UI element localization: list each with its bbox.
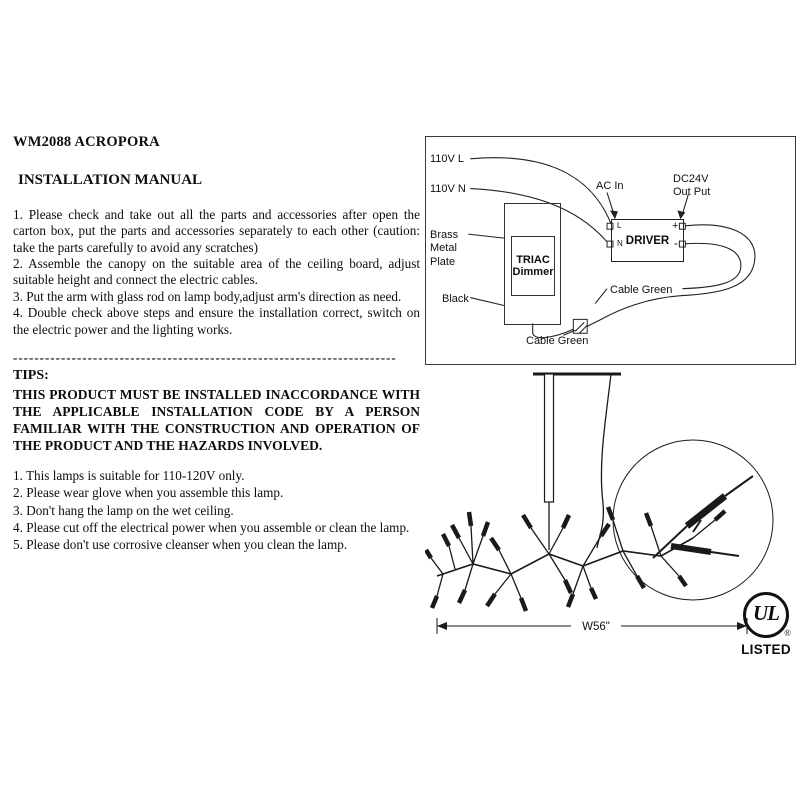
- dc-out-arrow: [677, 194, 689, 220]
- ul-circle-icon: UL ®: [743, 592, 791, 638]
- install-step-1: 1. Please check and take out all the par…: [13, 207, 420, 255]
- label-cable-green-right: Cable Green: [610, 284, 673, 296]
- leader-lines: [468, 233, 608, 336]
- wire-live: [470, 157, 613, 227]
- tip-4: 4. Please cut off the electrical power w…: [13, 519, 410, 535]
- joint-detail: [652, 475, 754, 559]
- dashed-separator: ----------------------------------------…: [13, 349, 397, 365]
- tip-1: 1. This lamps is suitable for 110-120V o…: [13, 467, 245, 483]
- width-dimension: W56": [436, 618, 748, 634]
- label-black-wire: Black: [442, 293, 469, 305]
- tips-list: 1. This lamps is suitable for 110-120V o…: [13, 468, 420, 554]
- manual-text-column: WM2088 ACROPORA INSTALLATION MANUAL 1. P…: [13, 134, 420, 555]
- ul-listed-mark: UL ® LISTED: [736, 592, 796, 657]
- triac-dimmer-box: TRIAC Dimmer: [511, 236, 555, 296]
- label-brass-metal-plate: Brass Metal Plate: [430, 229, 459, 268]
- cable-connector: [572, 318, 588, 334]
- tips-heading: TIPS:: [13, 367, 49, 383]
- listed-label: LISTED: [741, 642, 791, 657]
- label-110v-neutral: 110V N: [430, 183, 466, 195]
- driver-terminal-plus: +: [672, 220, 679, 232]
- registered-symbol: ®: [784, 628, 791, 638]
- label-cable-green-bottom: Cable Green: [526, 335, 589, 347]
- install-step-2: 2. Assemble the canopy on the suitable a…: [13, 256, 420, 288]
- brass-plate-outline: TRIAC Dimmer: [504, 203, 561, 325]
- wire-dc-minus: [682, 242, 742, 290]
- ac-in-arrow: [606, 192, 618, 220]
- detail-bubble-circle: [612, 439, 774, 601]
- label-ac-in: AC In: [596, 180, 624, 192]
- chandelier-drawing: W56": [425, 372, 774, 634]
- doc-subtitle: INSTALLATION MANUAL: [18, 172, 203, 188]
- wire-dimmer-drop: [532, 323, 574, 339]
- tip-3: 3. Don't hang the lamp on the wet ceilin…: [13, 502, 234, 518]
- driver-terminal-minus: -: [674, 236, 678, 250]
- driver-terminal-squares: [606, 222, 686, 248]
- tip-2: 2. Please wear glove when you assemble t…: [13, 485, 284, 501]
- width-dimension-label: W56": [582, 621, 610, 633]
- wire-dc-plus: [586, 224, 756, 327]
- driver-terminal-l: L: [617, 221, 622, 230]
- label-110v-live: 110V L: [430, 153, 465, 165]
- installation-warning: THIS PRODUCT MUST BE INSTALLED INACCORDA…: [13, 386, 420, 453]
- wiring-diagram: 110V L 110V N Brass Metal Plate Black AC…: [425, 136, 796, 365]
- driver-box: DRIVER: [611, 219, 684, 262]
- ul-letters: UL: [753, 601, 780, 625]
- install-steps: 1. Please check and take out all the par…: [13, 207, 420, 338]
- branch-arms: [425, 506, 727, 612]
- install-step-4: 4. Double check above steps and ensure t…: [13, 305, 420, 337]
- doc-title: WM2088 ACROPORA: [13, 134, 160, 150]
- wire-neutral: [470, 188, 610, 245]
- install-step-3: 3. Put the arm with glass rod on lamp bo…: [13, 288, 402, 304]
- label-dc24v-output: DC24V Out Put: [673, 173, 711, 199]
- tip-5: 5. Please don't use corrosive cleanser w…: [13, 537, 348, 553]
- driver-terminal-n: N: [617, 239, 623, 248]
- wiring-lines: [468, 157, 756, 339]
